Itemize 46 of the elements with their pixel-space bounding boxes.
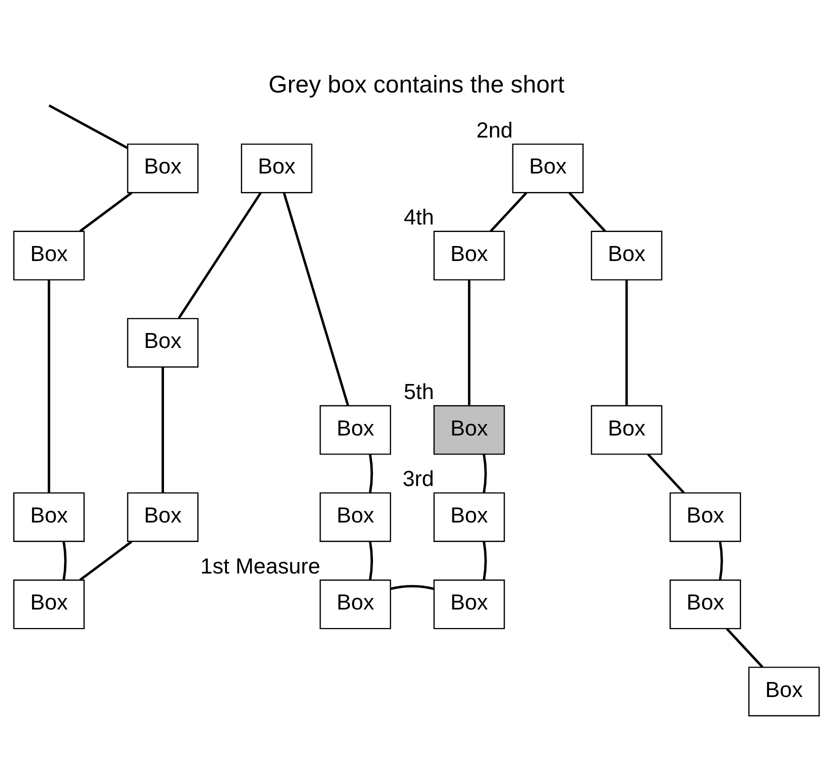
connector: [646, 453, 684, 494]
connector: [48, 104, 128, 149]
node-label: 1st Measure: [200, 552, 320, 578]
node-box: Box: [319, 404, 391, 454]
node-box: Box: [432, 404, 504, 454]
connector: [62, 540, 66, 580]
node-box: Box: [669, 579, 741, 629]
connector: [467, 279, 470, 405]
connector: [368, 540, 372, 580]
node-label: 4th: [403, 204, 434, 230]
connector: [78, 191, 132, 232]
node-box: Box: [12, 230, 84, 280]
connector: [47, 280, 50, 492]
diagram-title: Grey box contains the short: [268, 70, 564, 98]
connector: [390, 584, 434, 590]
node-box: Box: [590, 404, 662, 454]
node-label: 2nd: [476, 116, 512, 142]
node-box: Box: [12, 579, 84, 629]
node-box: Box: [512, 143, 584, 193]
node-box: Box: [590, 230, 662, 280]
connector: [78, 540, 132, 580]
node-box: Box: [319, 492, 391, 542]
connector: [718, 540, 722, 580]
node-box: Box: [126, 143, 198, 193]
connector: [482, 454, 486, 493]
connector: [624, 279, 628, 405]
connector: [568, 191, 606, 232]
node-box: Box: [126, 492, 198, 542]
node-box: Box: [748, 666, 820, 716]
connector: [161, 366, 164, 492]
connector: [177, 191, 262, 318]
connector: [725, 627, 763, 668]
connector: [489, 191, 527, 232]
connector: [282, 192, 349, 406]
node-box: Box: [432, 492, 504, 542]
node-box: Box: [126, 317, 198, 368]
connector: [482, 540, 486, 580]
node-box: Box: [319, 579, 391, 629]
node-box: Box: [432, 230, 504, 280]
node-box: Box: [432, 579, 504, 629]
node-label: 3rd: [402, 466, 434, 491]
connector: [368, 454, 372, 493]
node-box: Box: [12, 492, 84, 542]
node-box: Box: [669, 492, 741, 542]
node-box: Box: [240, 143, 312, 193]
node-label: 5th: [403, 378, 434, 404]
